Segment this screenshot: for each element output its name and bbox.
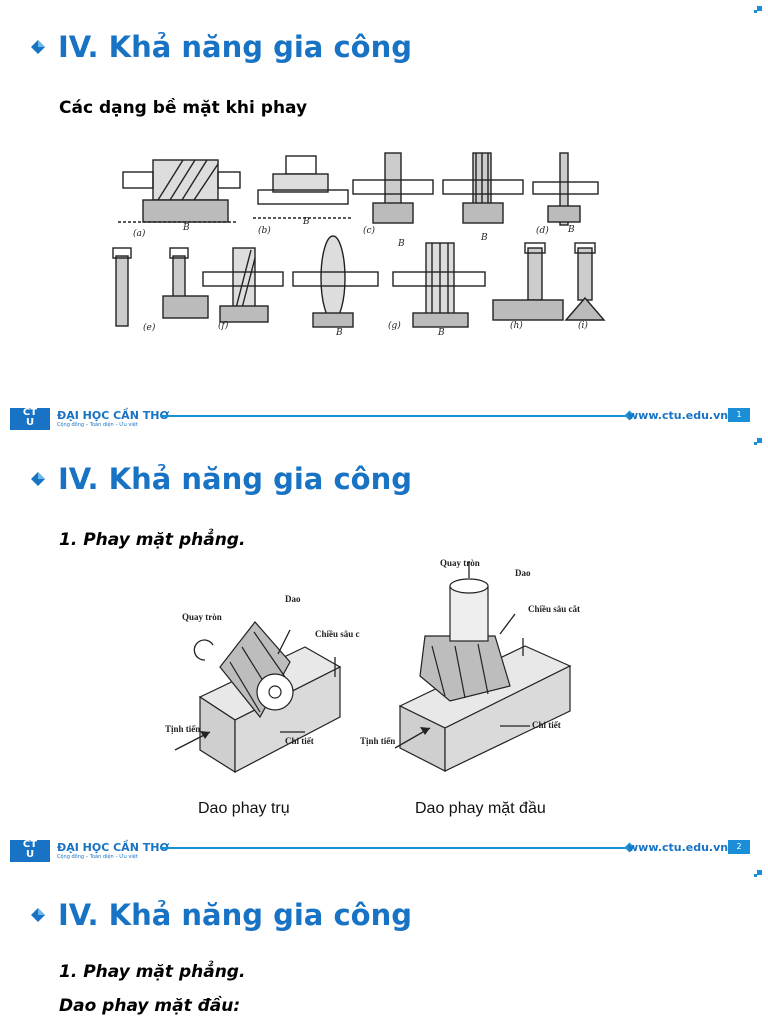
figure-label-width: B <box>302 217 310 227</box>
figure-label-a: (a) <box>133 228 146 239</box>
page-number: 2 <box>728 840 750 854</box>
footer-url-link[interactable]: www.ctu.edu.vn <box>628 841 729 854</box>
figure-label-h: (h) <box>510 320 523 331</box>
footer-divider <box>160 847 630 849</box>
footer-divider <box>160 415 630 417</box>
diamond-bullet-icon <box>30 39 46 55</box>
footer-url-link[interactable]: www.ctu.edu.vn <box>628 409 729 422</box>
corner-marker <box>754 438 762 445</box>
label-feed: Tịnh tiến <box>360 736 395 746</box>
label-depth: Chiều sâu cắt <box>528 604 580 614</box>
label-feed: Tịnh tiến <box>165 724 200 734</box>
label-part: Chi tiết <box>532 720 561 730</box>
slide-title-text: IV. Khả năng gia công <box>58 898 412 932</box>
figure-label-i: (i) <box>578 320 588 331</box>
milling-surfaces-figure: (a) (b) (c) (d) (e) (f) (g) (h) (i) B B … <box>108 148 610 338</box>
figure-label-width: B <box>182 223 190 233</box>
footer-motto: Cộng đồng – Toàn diện – Ưu việt <box>57 854 138 860</box>
figure-caption-right: Dao phay mặt đầu <box>415 800 546 817</box>
figure-label-d: (d) <box>536 225 549 236</box>
figure-label-width: B <box>335 328 343 338</box>
slide-1: IV. Khả năng gia công Các dạng bề mặt kh… <box>0 0 768 432</box>
figure-label-width: B <box>567 225 575 235</box>
label-part: Chi tiết <box>285 736 314 746</box>
slide-title: IV. Khả năng gia công <box>30 462 412 496</box>
slide-title-text: IV. Khả năng gia công <box>58 30 412 64</box>
page-number: 1 <box>728 408 750 422</box>
slide-subtitle: Các dạng bề mặt khi phay <box>59 98 308 118</box>
corner-marker <box>754 870 762 877</box>
figure-label-width: B <box>437 328 445 338</box>
figure-label-e: (e) <box>143 322 156 333</box>
slide-3: IV. Khả năng gia công 1. Phay mặt phẳng.… <box>0 864 768 1024</box>
face-cutter-figure: Quay tròn Dao Chiều sâu cắt Tịnh tiến Ch… <box>360 556 620 786</box>
figure-label-width: B <box>397 239 405 249</box>
footer-motto: Cộng đồng – Toàn diện – Ưu việt <box>57 422 138 428</box>
footer-university: ĐẠI HỌC CẦN THƠ <box>57 841 170 854</box>
slide-subtitle: 1. Phay mặt phẳng. <box>59 530 246 550</box>
slide-title: IV. Khả năng gia công <box>30 30 412 64</box>
cylindrical-cutter-figure: Quay tròn Dao Chiều sâu cắt Tịnh tiến Ch… <box>160 582 380 782</box>
slide-subtitle-2: Dao phay mặt đầu: <box>59 996 241 1016</box>
label-rotate: Quay tròn <box>182 612 222 622</box>
diamond-bullet-icon <box>30 471 46 487</box>
figure-label-c: (c) <box>363 225 376 236</box>
figure-label-g: (g) <box>388 320 401 331</box>
figure-caption-left: Dao phay trụ <box>198 800 290 817</box>
figure-label-b: (b) <box>258 225 271 236</box>
corner-marker <box>754 6 762 13</box>
diamond-bullet-icon <box>30 907 46 923</box>
footer-university: ĐẠI HỌC CẦN THƠ <box>57 409 170 422</box>
label-tool: Dao <box>285 594 301 604</box>
figure-label-width: B <box>480 233 488 243</box>
slide-title-text: IV. Khả năng gia công <box>58 462 412 496</box>
figure-label-f: (f) <box>218 320 229 331</box>
label-rotate: Quay tròn <box>440 558 480 568</box>
label-depth: Chiều sâu cắt <box>315 629 367 639</box>
slide-subtitle: 1. Phay mặt phẳng. <box>59 962 246 982</box>
label-tool: Dao <box>515 568 531 578</box>
slide-title: IV. Khả năng gia công <box>30 898 412 932</box>
slide-2: IV. Khả năng gia công 1. Phay mặt phẳng. <box>0 432 768 864</box>
